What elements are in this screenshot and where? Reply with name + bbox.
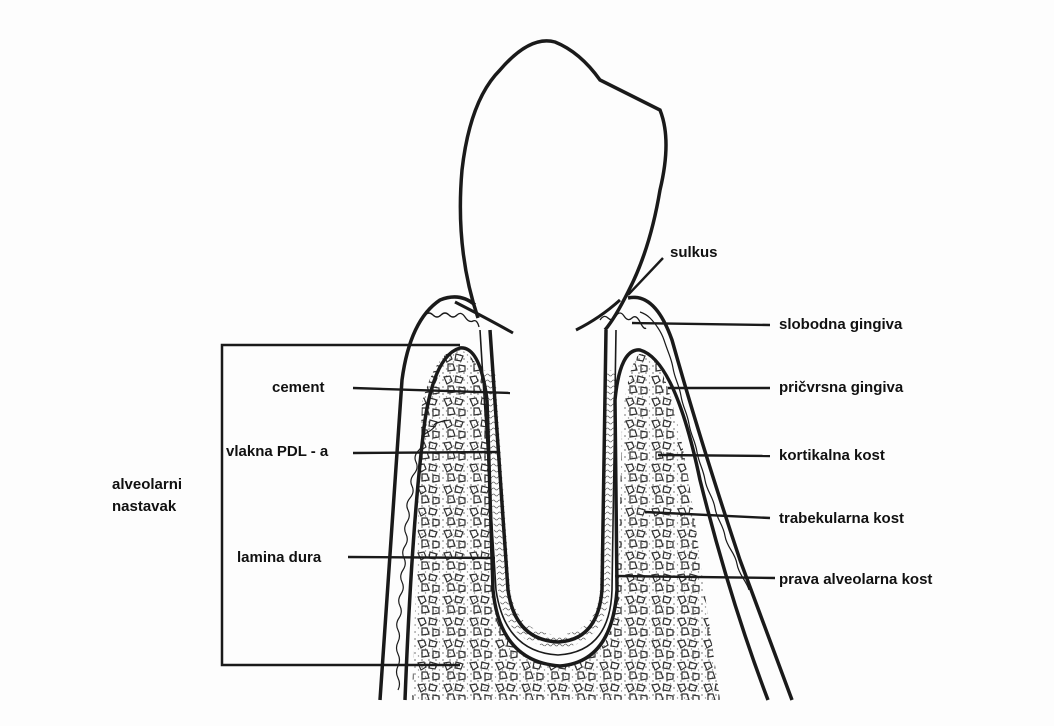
- label-sulkus: sulkus: [670, 244, 718, 262]
- tooth-root: [490, 330, 606, 642]
- label-pricvrsna-gingiva: pričvrsna gingiva: [779, 379, 903, 397]
- label-prava-alveolarna-kost: prava alveolarna kost: [779, 571, 932, 589]
- label-kortikalna-kost: kortikalna kost: [779, 447, 885, 465]
- label-alveolarni-line2: nastavak: [112, 498, 176, 516]
- label-slobodna-gingiva: slobodna gingiva: [779, 316, 902, 334]
- leader-lines: [348, 258, 775, 578]
- label-alveolarni-line1: alveolarni: [112, 476, 182, 494]
- label-lamina-dura: lamina dura: [237, 549, 321, 567]
- label-cement: cement: [272, 379, 325, 397]
- label-trabekularna-kost: trabekularna kost: [779, 510, 904, 528]
- cej-left: [455, 302, 513, 333]
- gingival-papillae-left: [425, 313, 479, 327]
- label-vlakna-pdl: vlakna PDL - a: [226, 443, 328, 461]
- trabecular-bone: [412, 350, 720, 700]
